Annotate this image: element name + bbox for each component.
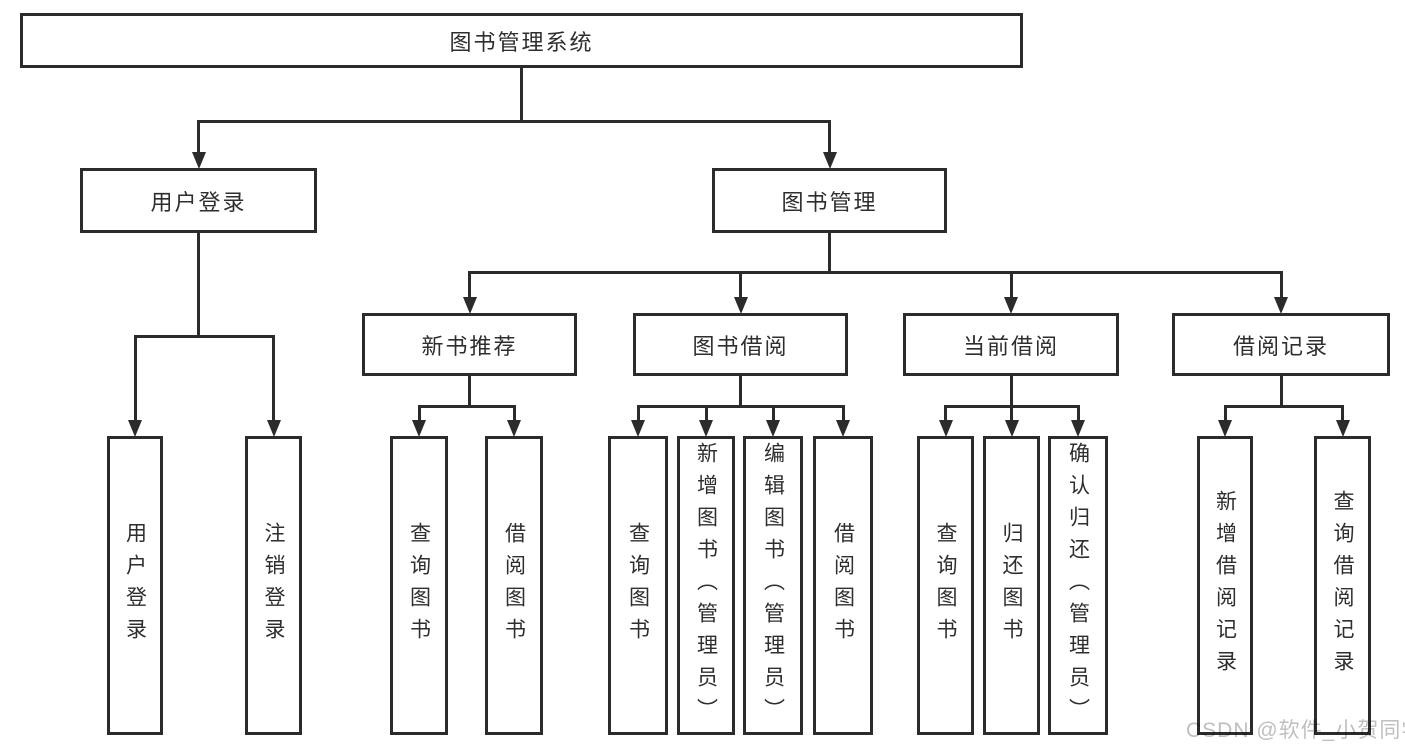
connector-drop-leaf-bb-add — [704, 405, 708, 422]
connector-drop-leaf-login — [133, 335, 137, 422]
node-label-leaf-bb-borrow: 借阅图书 — [831, 521, 855, 650]
connector-branch-borrow-record — [1223, 405, 1344, 408]
node-label-leaf-bb-query: 查询图书 — [626, 521, 650, 650]
connector-stem-borrow-record — [1279, 376, 1283, 408]
node-label-leaf-bb-add: 新增图书（管理员） — [694, 441, 718, 730]
node-book-borrow: 图书借阅 — [633, 313, 848, 376]
node-label-leaf-br-query: 查询借阅记录 — [1331, 489, 1354, 682]
node-borrow-record: 借阅记录 — [1172, 313, 1390, 376]
arrowhead-icon — [1004, 420, 1019, 437]
arrowhead-icon — [822, 152, 837, 169]
arrowhead-icon — [266, 420, 281, 437]
node-leaf-bb-borrow: 借阅图书 — [813, 436, 873, 735]
connector-drop-leaf-bb-edit — [771, 405, 775, 422]
arrowhead-icon — [507, 420, 521, 437]
connector-stem-user-login — [197, 233, 200, 338]
connector-drop-book-borrow — [739, 271, 742, 299]
node-leaf-cb-confirm: 确认归还（管理员） — [1048, 436, 1108, 735]
connector-drop-new-book-rec — [468, 271, 471, 299]
arrowhead-icon — [412, 420, 426, 437]
connector-stem-book-borrow — [739, 376, 742, 408]
node-leaf-br-query: 查询借阅记录 — [1314, 436, 1371, 735]
node-root: 图书管理系统 — [20, 13, 1023, 68]
connector-stem-book-mgmt — [828, 233, 831, 274]
node-leaf-login: 用户登录 — [107, 436, 163, 735]
connector-drop-leaf-cb-query — [944, 405, 947, 422]
connector-drop-leaf-cb-confirm — [1076, 405, 1080, 422]
node-label-book-borrow: 图书借阅 — [692, 333, 789, 359]
connector-drop-leaf-cb-return — [1010, 405, 1013, 422]
node-user-login: 用户登录 — [80, 168, 317, 233]
arrowhead-icon — [1218, 420, 1232, 437]
connector-drop-book-mgmt — [828, 120, 831, 154]
node-leaf-cb-return: 归还图书 — [983, 436, 1040, 735]
node-leaf-cb-query: 查询图书 — [917, 436, 974, 735]
arrowhead-icon — [191, 152, 206, 169]
node-leaf-logout: 注销登录 — [245, 436, 302, 735]
connector-stem-new-book-rec — [468, 376, 471, 408]
connector-drop-leaf-nbr-query — [417, 405, 421, 422]
node-new-book-rec: 新书推荐 — [362, 313, 577, 376]
connector-drop-leaf-br-add — [1223, 405, 1227, 422]
node-label-leaf-cb-query: 查询图书 — [934, 521, 957, 650]
node-label-leaf-bb-edit: 编辑图书（管理员） — [761, 441, 785, 730]
connector-branch-book-borrow — [636, 405, 845, 408]
node-leaf-nbr-borrow: 借阅图书 — [485, 436, 543, 735]
node-label-book-mgmt: 图书管理 — [781, 189, 878, 215]
node-leaf-nbr-query: 查询图书 — [390, 436, 448, 735]
connector-drop-borrow-record — [1279, 271, 1283, 299]
node-label-new-book-rec: 新书推荐 — [421, 333, 518, 359]
node-label-leaf-nbr-borrow: 借阅图书 — [502, 521, 526, 650]
arrowhead-icon — [1004, 297, 1018, 314]
arrowhead-icon — [699, 420, 713, 437]
connector-branch-root — [197, 120, 831, 123]
node-label-current-borrow: 当前借阅 — [962, 333, 1059, 359]
node-leaf-bb-query: 查询图书 — [608, 436, 668, 735]
arrowhead-icon — [836, 420, 850, 437]
arrowhead-icon — [1071, 420, 1085, 437]
node-label-user-login: 用户登录 — [150, 189, 247, 215]
watermark: CSDN @软件_小贺同学 — [1186, 719, 1405, 742]
arrowhead-icon — [766, 420, 780, 437]
node-label-leaf-cb-confirm: 确认归还（管理员） — [1066, 441, 1090, 730]
arrowhead-icon — [462, 297, 477, 314]
node-label-root: 图书管理系统 — [449, 29, 594, 55]
node-label-leaf-logout: 注销登录 — [262, 521, 285, 650]
connector-branch-book-mgmt — [468, 271, 1283, 274]
arrowhead-icon — [733, 297, 748, 314]
node-label-leaf-login: 用户登录 — [123, 521, 147, 650]
arrowhead-icon — [1274, 297, 1288, 314]
connector-drop-leaf-nbr-borrow — [512, 405, 516, 422]
node-label-borrow-record: 借阅记录 — [1232, 333, 1329, 359]
node-label-leaf-br-add: 新增借阅记录 — [1213, 489, 1237, 682]
arrowhead-icon — [938, 420, 953, 437]
node-leaf-br-add: 新增借阅记录 — [1197, 436, 1253, 735]
connector-drop-leaf-bb-borrow — [841, 405, 845, 422]
connector-drop-leaf-logout — [272, 335, 275, 422]
node-book-mgmt: 图书管理 — [712, 168, 947, 233]
node-label-leaf-nbr-query: 查询图书 — [407, 521, 431, 650]
connector-branch-user-login — [133, 335, 275, 338]
connector-drop-leaf-br-query — [1341, 405, 1344, 422]
connector-drop-user-login — [197, 120, 200, 154]
arrowhead-icon — [128, 420, 142, 437]
connector-drop-current-borrow — [1009, 271, 1013, 299]
node-label-leaf-cb-return: 归还图书 — [1000, 521, 1023, 650]
node-leaf-bb-add: 新增图书（管理员） — [677, 436, 735, 735]
connector-stem-current-borrow — [1009, 376, 1013, 408]
connector-stem-root — [520, 68, 523, 123]
arrowhead-icon — [631, 420, 645, 437]
connector-drop-leaf-bb-query — [636, 405, 640, 422]
node-leaf-bb-edit: 编辑图书（管理员） — [743, 436, 803, 735]
connector-branch-new-book-rec — [417, 405, 516, 408]
arrowhead-icon — [1335, 420, 1350, 437]
node-current-borrow: 当前借阅 — [903, 313, 1119, 376]
